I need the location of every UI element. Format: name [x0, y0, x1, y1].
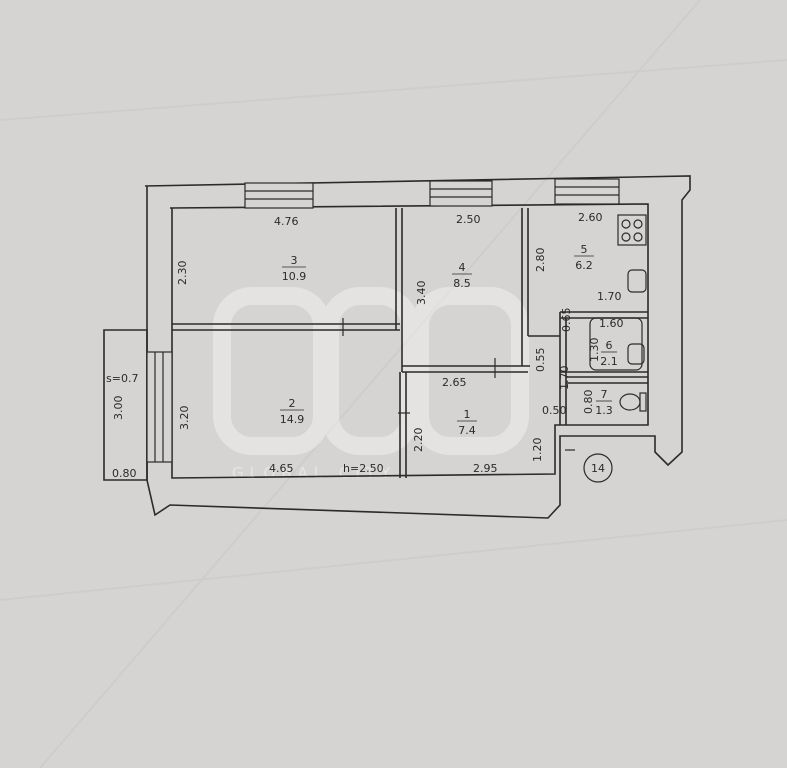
room-3-area: 10.9 — [282, 270, 307, 283]
dim-balcony-width: 0.80 — [112, 467, 137, 480]
room-2-number: 2 — [289, 397, 296, 410]
doors — [342, 318, 575, 451]
dimension-labels: 4.76 2.50 2.60 1.70 1.60 2.65 0.50 4.65 … — [106, 211, 624, 480]
room-5-number: 5 — [581, 243, 588, 256]
dim-hall-220: 2.20 — [412, 428, 425, 453]
dim-hall-050: 0.50 — [542, 404, 567, 417]
dim-top-room3: 4.76 — [274, 215, 299, 228]
dim-toilet-top: 0.65 — [560, 308, 573, 333]
room-4-area: 8.5 — [453, 277, 471, 290]
windows — [146, 178, 620, 463]
room-1-area: 7.4 — [458, 424, 476, 437]
dim-hall-170: 1.70 — [558, 366, 571, 391]
dim-toilet-080: 0.80 — [582, 390, 595, 415]
room-7-number: 7 — [601, 388, 608, 401]
room-4-number: 4 — [459, 261, 466, 274]
room-1-number: 1 — [464, 408, 471, 421]
dim-room4-height: 3.40 — [415, 281, 428, 306]
apartment-number-badge: 14 — [583, 453, 613, 483]
dim-room1-width: 2.65 — [442, 376, 467, 389]
dim-hall-width: 2.95 — [473, 462, 498, 475]
dim-wall-055: 0.55 — [534, 348, 547, 373]
room-5-area: 6.2 — [575, 259, 593, 272]
dim-balcony-area: s=0.7 — [106, 372, 138, 385]
dim-room2-width: 4.65 — [269, 462, 294, 475]
walls — [103, 175, 691, 519]
dim-balcony-height: 3.00 — [112, 396, 125, 421]
stove-icon — [617, 214, 647, 246]
washbasin-icon — [627, 343, 645, 365]
dimension-labels-vertical: 2.30 3.40 2.80 0.65 1.30 0.55 1.70 0.80 … — [112, 248, 601, 463]
dim-room5-height: 2.80 — [534, 248, 547, 273]
dim-bath-width: 1.70 — [597, 290, 622, 303]
dim-bath6-width: 1.60 — [599, 317, 624, 330]
dim-top-room4: 2.50 — [456, 213, 481, 226]
room-3-number: 3 — [291, 254, 298, 267]
dim-top-room5: 2.60 — [578, 211, 603, 224]
room-7-area: 1.3 — [595, 404, 613, 417]
apartment-number: 14 — [591, 462, 605, 475]
dim-hall-120: 1.20 — [531, 438, 544, 463]
dim-room2-height: 3.20 — [178, 406, 191, 431]
room-6-number: 6 — [606, 339, 613, 352]
dim-bath6-height: 1.30 — [588, 338, 601, 363]
dim-ceiling-height: h=2.50 — [343, 462, 384, 475]
kitchen-sink-icon — [627, 269, 647, 293]
room-labels: 1 7.4 2 14.9 3 10.9 4 8.5 5 6.2 6 2.1 7 … — [280, 243, 618, 437]
room-6-area: 2.1 — [600, 355, 618, 368]
watermark-logo — [213, 287, 529, 455]
room-2-area: 14.9 — [280, 413, 305, 426]
dim-room3-height: 2.30 — [176, 261, 189, 286]
toilet-icon — [619, 392, 647, 412]
